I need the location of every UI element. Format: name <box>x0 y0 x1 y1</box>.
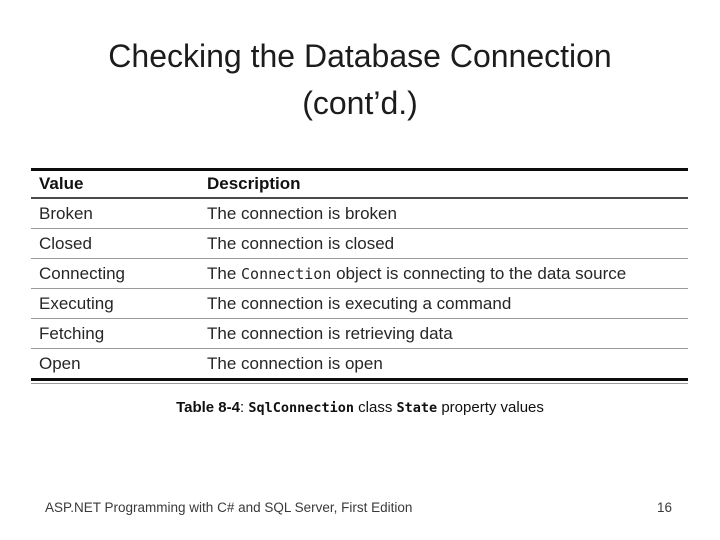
cell-description: The connection is open <box>207 354 688 374</box>
table-header-row: Value Description <box>31 171 688 199</box>
text-segment: The connection is closed <box>207 233 395 253</box>
cell-description: The connection is executing a command <box>207 294 688 314</box>
text-segment: The connection is broken <box>207 203 397 223</box>
cell-value: Open <box>39 353 81 373</box>
slide-title-line1: Checking the Database Connection <box>108 38 612 74</box>
table-row: Executing The connection is executing a c… <box>31 289 688 319</box>
cell-value: Broken <box>39 203 93 223</box>
cell-description: The connection is retrieving data <box>207 324 688 344</box>
cell-value: Executing <box>39 293 114 313</box>
code-text: SqlConnection <box>248 400 355 416</box>
text-segment: : <box>240 399 249 416</box>
text-segment: The connection is open <box>207 353 383 373</box>
footer-book-title: ASP.NET Programming with C# and SQL Serv… <box>45 500 413 515</box>
slide-title-line2: (cont’d.) <box>302 85 418 121</box>
table-row: Open The connection is open <box>31 349 688 378</box>
code-text: Connection <box>241 264 332 283</box>
table-row: Closed The connection is closed <box>31 229 688 259</box>
table-bottom-rule-heavy <box>31 378 688 383</box>
text-segment: class <box>354 399 397 416</box>
table-row: Broken The connection is broken <box>31 199 688 229</box>
text-segment: Table 8-4 <box>176 399 240 416</box>
slide-title: Checking the Database Connection (cont’d… <box>0 33 720 127</box>
table-bottom-rule-light <box>31 383 688 384</box>
cell-description: The connection is closed <box>207 234 688 254</box>
cell-description: The Connection object is connecting to t… <box>207 264 688 284</box>
cell-value: Connecting <box>39 263 126 283</box>
text-segment: object is connecting to the data source <box>331 263 627 283</box>
text-segment: property values <box>437 399 544 416</box>
text-segment: The connection is retrieving data <box>207 323 453 343</box>
footer-page-number: 16 <box>656 500 672 515</box>
table-row: Connecting The Connection object is conne… <box>31 259 688 289</box>
code-text: State <box>396 400 438 416</box>
cell-value: Fetching <box>39 323 105 343</box>
cell-description: The connection is broken <box>207 204 688 224</box>
text-segment: The connection is executing a command <box>207 293 512 313</box>
table-header-value: Value <box>39 174 84 193</box>
slide-footer: ASP.NET Programming with C# and SQL Serv… <box>45 500 672 515</box>
table-row: Fetching The connection is retrieving dat… <box>31 319 688 349</box>
cell-value: Closed <box>39 233 92 253</box>
table-header-description: Description <box>207 174 301 193</box>
table-caption: Table 8-4: SqlConnection class State pro… <box>0 399 720 416</box>
text-segment: The <box>207 263 242 283</box>
